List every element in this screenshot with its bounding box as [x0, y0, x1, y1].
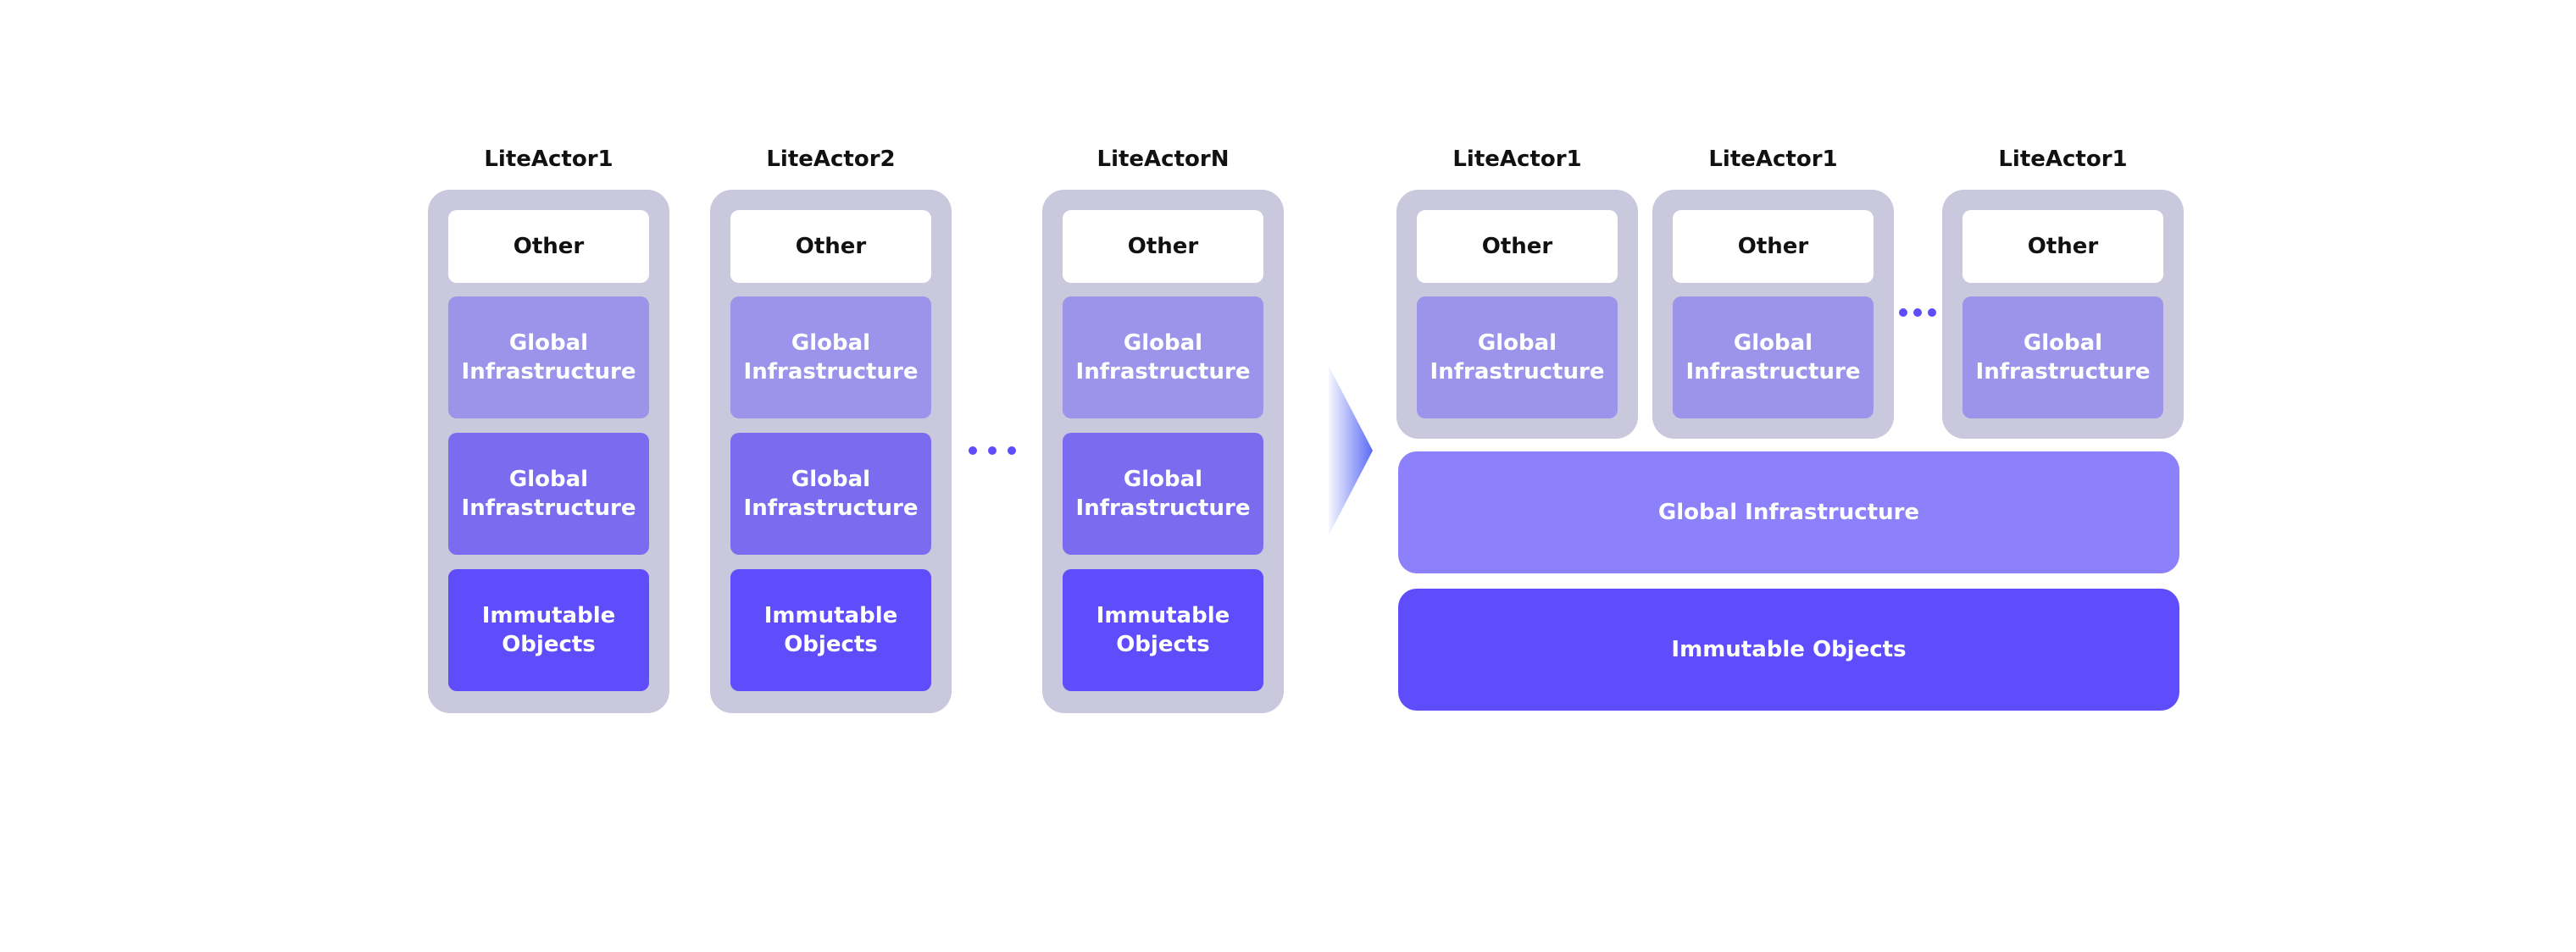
right-actor-2-title: LiteActor1 [1708, 147, 1838, 172]
ellipsis-dot [969, 446, 977, 455]
other-label: Other [513, 234, 585, 259]
global-label-line-1: Global [1733, 330, 1813, 356]
right-actor-3-other-box: Other [1963, 210, 2163, 283]
ellipsis-dot [1928, 308, 1936, 317]
left-actor-2-other-box: Other [730, 210, 931, 283]
shared-global-label: Global Infrastructure [1657, 500, 1920, 525]
right-actor-2-other-box: Other [1673, 210, 1874, 283]
global-label-line-1: Global [508, 330, 589, 356]
global-label-line-1: Global [1123, 467, 1203, 492]
global-label-line-2: Infrastructure [743, 359, 919, 385]
left-actor-2-title: LiteActor2 [766, 147, 896, 172]
global-label-line-1: Global [508, 467, 589, 492]
immutable-label-line-2: Objects [502, 632, 596, 657]
left-ellipsis-dots [969, 446, 1016, 455]
left-actor-n-title: LiteActorN [1096, 147, 1230, 172]
global-label-line-2: Infrastructure [461, 359, 636, 385]
right-actor-3-title: LiteActor1 [1998, 147, 2128, 172]
global-label-line-2: Infrastructure [1430, 359, 1605, 385]
global-label-line-1: Global [791, 330, 871, 356]
global-label-line-1: Global [1477, 330, 1557, 356]
ellipsis-dot [988, 446, 997, 455]
other-label: Other [2027, 234, 2099, 259]
global-label-line-1: Global [1123, 330, 1203, 356]
left-actor-1-title: LiteActor1 [484, 147, 613, 172]
shared-immutable-objects-bar: Immutable Objects [1398, 589, 2179, 711]
shared-global-infrastructure-bar: Global Infrastructure [1398, 451, 2179, 573]
other-label: Other [1737, 234, 1809, 259]
ellipsis-dot [1899, 308, 1907, 317]
global-label-line-2: Infrastructure [461, 495, 636, 521]
left-actor-n-other-box: Other [1063, 210, 1263, 283]
global-label-line-2: Infrastructure [743, 495, 919, 521]
global-label-line-2: Infrastructure [1075, 495, 1251, 521]
immutable-label-line-2: Objects [784, 632, 878, 657]
other-label: Other [1127, 234, 1199, 259]
immutable-label-line-2: Objects [1116, 632, 1210, 657]
shared-immutable-label: Immutable Objects [1671, 637, 1907, 662]
left-actor-1-other-box: Other [448, 210, 649, 283]
ellipsis-dot [1008, 446, 1016, 455]
immutable-label-line-1: Immutable [481, 603, 616, 628]
global-label-line-1: Global [791, 467, 871, 492]
immutable-label-line-1: Immutable [1096, 603, 1230, 628]
right-actor-1-title: LiteActor1 [1452, 147, 1582, 172]
global-label-line-1: Global [2023, 330, 2103, 356]
other-label: Other [795, 234, 867, 259]
right-ellipsis-dots [1899, 308, 1936, 317]
other-label: Other [1481, 234, 1553, 259]
global-label-line-2: Infrastructure [1975, 359, 2151, 385]
global-label-line-2: Infrastructure [1685, 359, 1861, 385]
immutable-label-line-1: Immutable [763, 603, 898, 628]
global-label-line-2: Infrastructure [1075, 359, 1251, 385]
right-actor-1-other-box: Other [1417, 210, 1618, 283]
ellipsis-dot [1913, 308, 1922, 317]
transform-arrow-icon [1329, 366, 1373, 535]
